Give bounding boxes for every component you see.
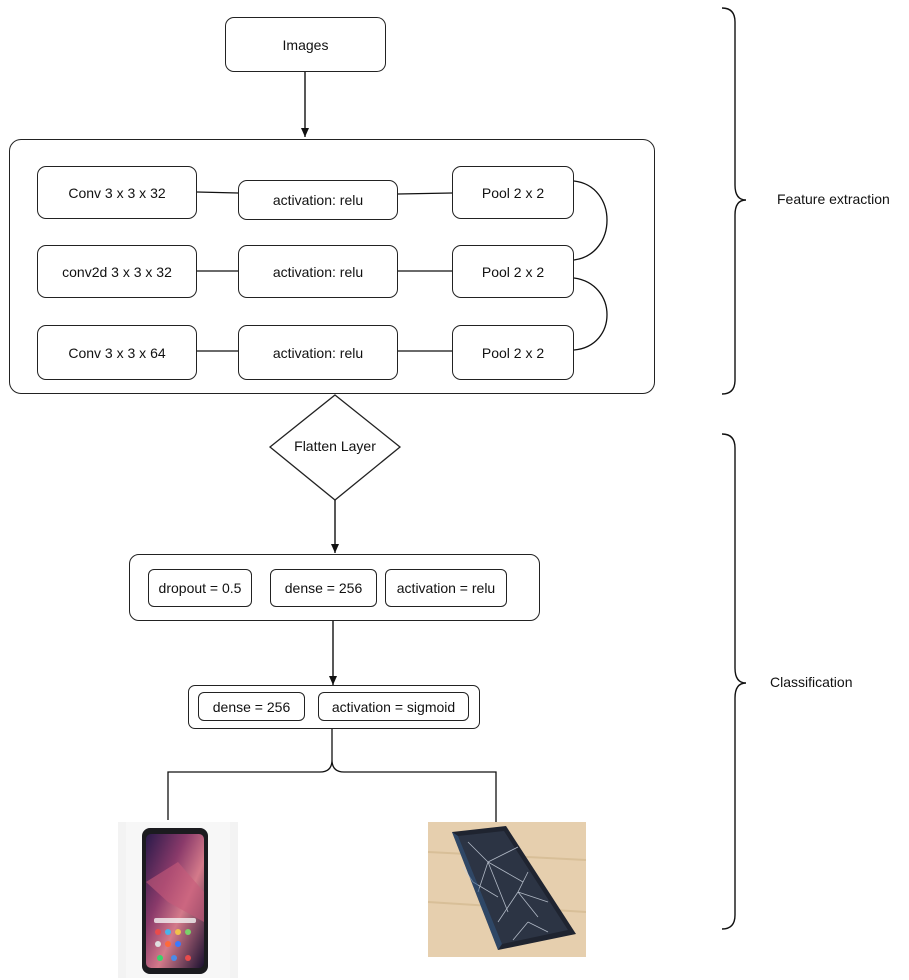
feature-extraction-label: Feature extraction	[777, 191, 890, 207]
classification-label: Classification	[770, 674, 853, 690]
row1-act-to-pool	[397, 192, 453, 195]
activation-box-2: activation: relu	[238, 245, 398, 298]
activation-label-1: activation: relu	[272, 192, 364, 208]
dropout-label: dropout = 0.5	[158, 580, 242, 596]
conv-box-1: Conv 3 x 3 x 32	[37, 166, 197, 219]
pool-label-1: Pool 2 x 2	[481, 184, 545, 201]
conv-label-3: Conv 3 x 3 x 64	[68, 344, 166, 361]
output-split-line	[167, 729, 497, 822]
activation-sigmoid-label: activation = sigmoid	[331, 698, 456, 715]
images-label: Images	[282, 36, 329, 53]
conv-label-2: conv2d 3 x 3 x 32	[62, 263, 172, 280]
activation-label-3: activation: relu	[272, 344, 364, 361]
cracked-phone-photo	[428, 822, 586, 957]
pool-label-2: Pool 2 x 2	[481, 263, 545, 280]
dense-box-1: dense = 256	[270, 569, 377, 607]
pool-box-2: Pool 2 x 2	[452, 245, 574, 298]
intact-phone-photo	[118, 822, 238, 978]
feature-extraction-container	[9, 139, 655, 394]
activation-relu-box: activation = relu	[385, 569, 507, 607]
row1-conv-to-act	[196, 191, 239, 194]
activation-label-2: activation: relu	[272, 263, 364, 280]
dropout-box: dropout = 0.5	[148, 569, 252, 607]
dense-label-1: dense = 256	[284, 580, 363, 596]
images-input-box: Images	[225, 17, 386, 72]
activation-relu-label: activation = relu	[396, 580, 496, 596]
activation-box-1: activation: relu	[238, 180, 398, 220]
conv-label-1: Conv 3 x 3 x 32	[68, 184, 166, 201]
pool-label-3: Pool 2 x 2	[481, 344, 545, 361]
brace-feature-extraction	[721, 7, 747, 395]
pool1-to-pool2-curve	[573, 180, 608, 261]
brace-classification	[721, 433, 747, 930]
flatten-label: Flatten Layer	[294, 438, 376, 454]
pool-box-3: Pool 2 x 2	[452, 325, 574, 380]
pool-box-1: Pool 2 x 2	[452, 166, 574, 219]
pool2-to-pool3-curve	[573, 277, 608, 351]
conv-box-2: conv2d 3 x 3 x 32	[37, 245, 197, 298]
activation-box-3: activation: relu	[238, 325, 398, 380]
dense-label-2: dense = 256	[212, 698, 291, 715]
dense-box-2: dense = 256	[198, 692, 305, 721]
activation-sigmoid-box: activation = sigmoid	[318, 692, 469, 721]
conv-box-3: Conv 3 x 3 x 64	[37, 325, 197, 380]
